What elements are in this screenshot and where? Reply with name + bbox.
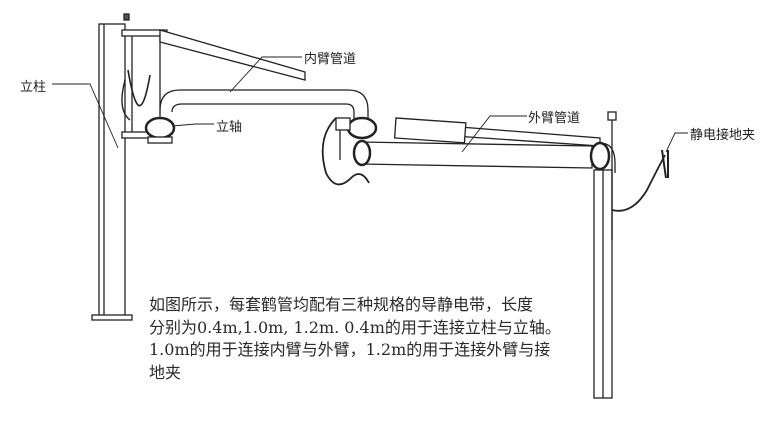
description-line: 1.0m的用于连接内臂与外臂，1.2m的用于连接外臂与接 [149, 340, 551, 359]
label-column: 立柱 [20, 80, 47, 95]
description-line: 如图所示，每套鹤管均配有三种规格的导静电带，长度 [149, 295, 534, 314]
label-vertical-shaft: 立轴 [216, 120, 243, 135]
label-inner-arm-pipe: 内臂管道 [304, 52, 357, 67]
outer-arm [352, 117, 616, 173]
ground-clamp-icon [661, 149, 669, 179]
outer-vertical-pipe [593, 111, 617, 399]
column-post [91, 13, 133, 321]
static-strap-inner-outer [321, 117, 370, 186]
static-strap-ground [611, 154, 666, 212]
inner-arm [159, 29, 378, 160]
description-line: 地夹 [149, 362, 182, 382]
description-line: 分别为0.4m,1.0m, 1.2m. 0.4m的用于连接立柱与立轴。 [149, 317, 561, 337]
description-paragraph: 如图所示，每套鹤管均配有三种规格的导静电带，长度 分别为0.4m,1.0m, 1… [149, 294, 561, 384]
label-outer-arm-pipe: 外臂管道 [528, 111, 581, 126]
leader-lines [52, 56, 688, 153]
vertical-shaft [121, 29, 176, 144]
static-strap-column [121, 79, 131, 121]
label-static-ground-clamp: 静电接地夹 [690, 128, 756, 143]
